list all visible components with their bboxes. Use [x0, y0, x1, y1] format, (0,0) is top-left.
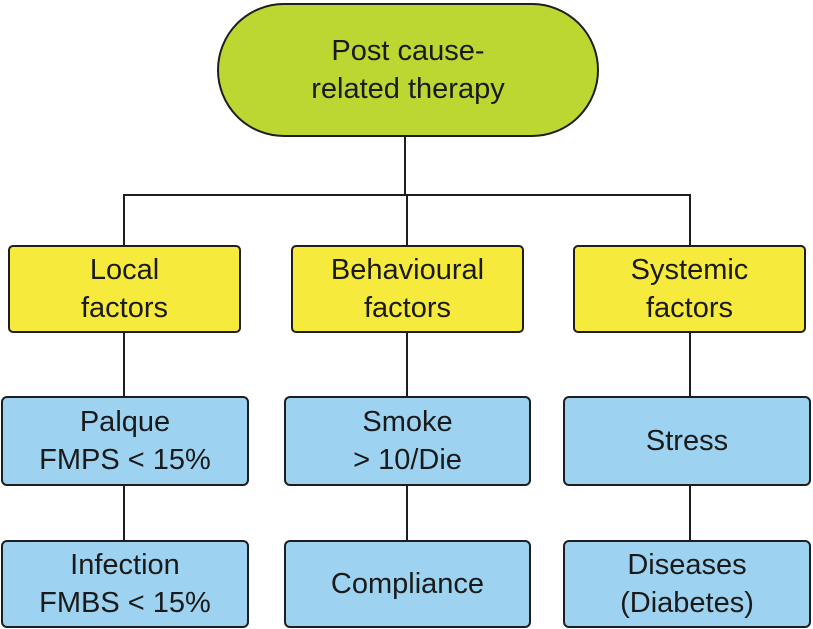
item-text-line-1: Diseases	[627, 549, 747, 581]
category-systemic-factors: Systemic factors	[573, 245, 806, 333]
item-diseases: Diseases (Diabetes)	[563, 540, 811, 628]
item-text-line-2: (Diabetes)	[620, 587, 754, 619]
item-text-line-2: FMBS < 15%	[39, 587, 211, 619]
item-compliance: Compliance	[284, 540, 531, 628]
item-stress: Stress	[563, 396, 811, 486]
item-text-line-1: Palque	[79, 406, 171, 438]
item-text-line-2: FMPS < 15%	[39, 444, 211, 476]
root-line-2: related therapy	[311, 73, 505, 105]
category-behavioural-factors: Behavioural factors	[291, 245, 524, 333]
root-node: Post cause- related therapy	[217, 3, 599, 137]
category-text-line-1: Systemic	[630, 254, 749, 286]
item-text-line-1: Stress	[645, 425, 729, 457]
item-text-line-1: Infection	[70, 549, 180, 581]
category-text-line-1: Behavioural	[330, 254, 485, 286]
connector-bus-systemic	[689, 194, 691, 245]
item-text-line-1: Smoke	[362, 406, 453, 438]
connector-behavioural-item1	[406, 332, 408, 396]
connector-systemic-item1	[689, 332, 691, 396]
item-plaque: Palque FMPS < 15%	[1, 396, 249, 486]
connector-root-down	[404, 137, 406, 195]
category-local-factors: Local factors	[8, 245, 241, 333]
category-text-line-1: Local	[89, 254, 160, 286]
connector-local-item2	[123, 484, 125, 541]
connector-bus-local	[123, 194, 125, 245]
connector-local-item1	[123, 332, 125, 396]
root-line-1: Post cause-	[331, 35, 485, 67]
category-text-line-2: factors	[80, 292, 169, 324]
connector-bus-behavioural	[406, 194, 408, 245]
category-text-line-2: factors	[363, 292, 452, 324]
connector-systemic-item2	[689, 484, 691, 541]
item-text-line-2: > 10/Die	[353, 444, 462, 476]
item-text-line-1: Compliance	[330, 568, 485, 600]
item-infection: Infection FMBS < 15%	[1, 540, 249, 628]
item-smoke: Smoke > 10/Die	[284, 396, 531, 486]
connector-behavioural-item2	[406, 484, 408, 541]
category-text-line-2: factors	[645, 292, 734, 324]
